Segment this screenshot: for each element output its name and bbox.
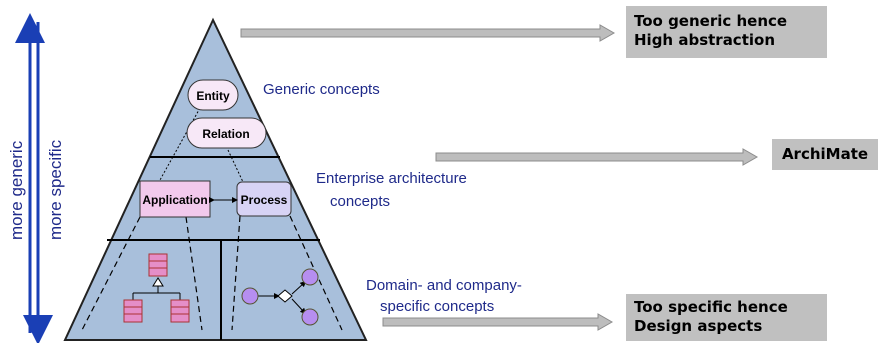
archimate-callout: ArchiMate <box>772 139 878 170</box>
relation-process-link <box>227 149 244 183</box>
top-arrow <box>240 24 616 42</box>
too-specific-line2: Design aspects <box>634 317 763 335</box>
callout-arrows <box>240 24 759 331</box>
relation-node <box>186 117 267 149</box>
pyramid-outline <box>63 17 368 341</box>
entity-label: Entity <box>196 89 230 103</box>
too-generic-line1: Too generic hence <box>634 12 788 30</box>
generality-arrows: more generic more specific <box>7 13 65 343</box>
middle-arrow <box>435 148 759 166</box>
generic-concepts-label: Generic concepts <box>263 81 380 98</box>
too-generic-callout: Too generic hence High abstraction <box>626 6 827 58</box>
application-node <box>139 180 211 218</box>
more-generic-label: more generic <box>7 140 26 240</box>
application-right-dash <box>185 216 203 331</box>
process-label: Process <box>241 193 288 207</box>
process-flow-icon <box>241 268 319 326</box>
entity-application-link <box>159 107 201 181</box>
relation-label: Relation <box>202 127 249 141</box>
application-label: Application <box>142 193 207 207</box>
application-left-dash <box>81 216 141 331</box>
too-generic-line2: High abstraction <box>634 31 775 49</box>
bottom-arrow <box>382 313 614 331</box>
too-specific-line1: Too specific hence <box>634 298 788 316</box>
class-diagram-icon <box>123 253 190 323</box>
ea-concepts-label-line1: Enterprise architecture <box>316 170 467 187</box>
more-specific-label: more specific <box>46 139 65 240</box>
too-specific-callout: Too specific hence Design aspects <box>626 294 827 341</box>
domain-concepts-label-line1: Domain- and company- <box>366 277 522 294</box>
domain-concepts-label-line2: specific concepts <box>380 298 494 315</box>
ea-concepts-label-line2: concepts <box>330 193 390 210</box>
concept-pyramid: Entity Relation Application Process <box>63 17 368 341</box>
archimate-label: ArchiMate <box>781 145 869 163</box>
process-left-dash <box>231 215 241 331</box>
entity-node <box>187 79 239 111</box>
